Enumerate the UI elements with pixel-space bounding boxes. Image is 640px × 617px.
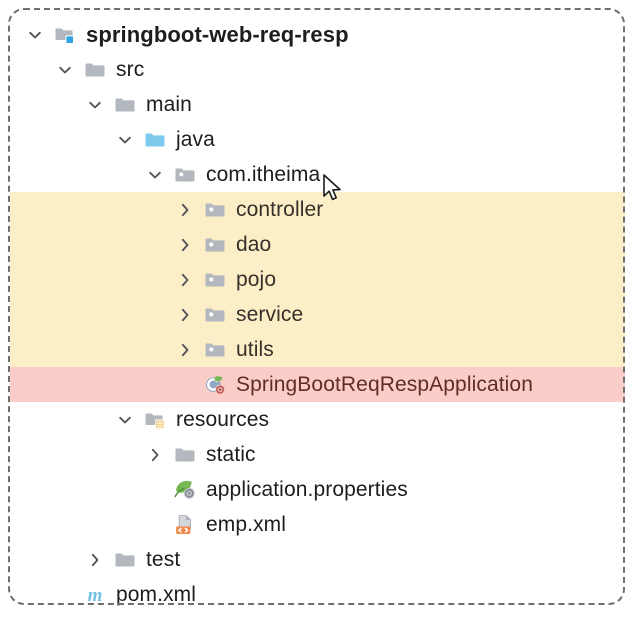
chevron-right-icon[interactable] bbox=[170, 341, 200, 359]
chevron-down-icon[interactable] bbox=[80, 96, 110, 114]
package-folder-icon bbox=[170, 163, 200, 187]
tree-node-label: controller bbox=[236, 197, 324, 221]
tree-node-label: java bbox=[176, 127, 215, 151]
tree-row[interactable]: service bbox=[0, 297, 640, 332]
tree-row[interactable]: application.properties bbox=[0, 472, 640, 507]
tree-node-label: dao bbox=[236, 232, 272, 256]
chevron-down-icon[interactable] bbox=[50, 61, 80, 79]
tree-node-label: application.properties bbox=[206, 477, 408, 501]
tree-node-label: pojo bbox=[236, 267, 277, 291]
tree-row[interactable]: emp.xml bbox=[0, 507, 640, 542]
tree-node-label: springboot-web-req-resp bbox=[86, 21, 349, 47]
xml-file-icon bbox=[170, 513, 200, 537]
package-folder-icon bbox=[200, 233, 230, 257]
tree-row[interactable]: main bbox=[0, 87, 640, 122]
tree-row[interactable]: dao bbox=[0, 227, 640, 262]
tree-row[interactable]: src bbox=[0, 52, 640, 87]
tree-row[interactable]: springboot-web-req-resp bbox=[0, 17, 640, 52]
tree-node-label: SpringBootReqRespApplication bbox=[236, 372, 533, 396]
package-folder-icon bbox=[200, 338, 230, 362]
tree-node-label: service bbox=[236, 302, 304, 326]
spring-properties-icon bbox=[170, 478, 200, 502]
tree-row[interactable]: static bbox=[0, 437, 640, 472]
chevron-down-icon[interactable] bbox=[110, 411, 140, 429]
tree-row[interactable]: java bbox=[0, 122, 640, 157]
tree-node-label: static bbox=[206, 442, 256, 466]
chevron-right-icon[interactable] bbox=[170, 236, 200, 254]
tree-node-label: pom.xml bbox=[116, 582, 197, 606]
package-folder-icon bbox=[200, 198, 230, 222]
sources-root-folder-icon bbox=[140, 128, 170, 152]
tree-node-label: utils bbox=[236, 337, 274, 361]
chevron-right-icon[interactable] bbox=[170, 271, 200, 289]
tree-node-label: emp.xml bbox=[206, 512, 287, 536]
tree-node-label: com.itheima bbox=[206, 162, 321, 186]
chevron-right-icon[interactable] bbox=[80, 551, 110, 569]
chevron-down-icon[interactable] bbox=[140, 166, 170, 184]
chevron-down-icon[interactable] bbox=[110, 131, 140, 149]
tree-row[interactable]: pojo bbox=[0, 262, 640, 297]
package-folder-icon bbox=[200, 303, 230, 327]
chevron-right-icon[interactable] bbox=[170, 201, 200, 219]
spring-boot-class-icon bbox=[200, 373, 230, 397]
folder-icon bbox=[110, 548, 140, 572]
svg-text:m: m bbox=[88, 585, 103, 606]
tree-row[interactable]: test bbox=[0, 542, 640, 577]
tree-row[interactable]: resources bbox=[0, 402, 640, 437]
chevron-right-icon[interactable] bbox=[170, 306, 200, 324]
tree-row[interactable]: SpringBootReqRespApplication bbox=[0, 367, 640, 402]
application-highlight-band bbox=[10, 367, 625, 402]
package-folder-icon bbox=[200, 268, 230, 292]
tree-row[interactable]: utils bbox=[0, 332, 640, 367]
maven-pom-icon: m bbox=[80, 583, 110, 607]
tree-node-label: test bbox=[146, 547, 181, 571]
tree-row[interactable]: com.itheima bbox=[0, 157, 640, 192]
module-folder-icon bbox=[50, 23, 80, 47]
package-highlight-band bbox=[10, 192, 625, 367]
folder-icon bbox=[170, 443, 200, 467]
chevron-down-icon[interactable] bbox=[20, 26, 50, 44]
tree-row[interactable]: controller bbox=[0, 192, 640, 227]
tree-node-label: main bbox=[146, 92, 192, 116]
chevron-right-icon[interactable] bbox=[140, 446, 170, 464]
resources-root-folder-icon bbox=[140, 408, 170, 432]
tree-node-label: src bbox=[116, 57, 145, 81]
folder-icon bbox=[80, 58, 110, 82]
tree-row[interactable]: m pom.xml bbox=[0, 577, 640, 612]
folder-icon bbox=[110, 93, 140, 117]
tree-node-label: resources bbox=[176, 407, 270, 431]
